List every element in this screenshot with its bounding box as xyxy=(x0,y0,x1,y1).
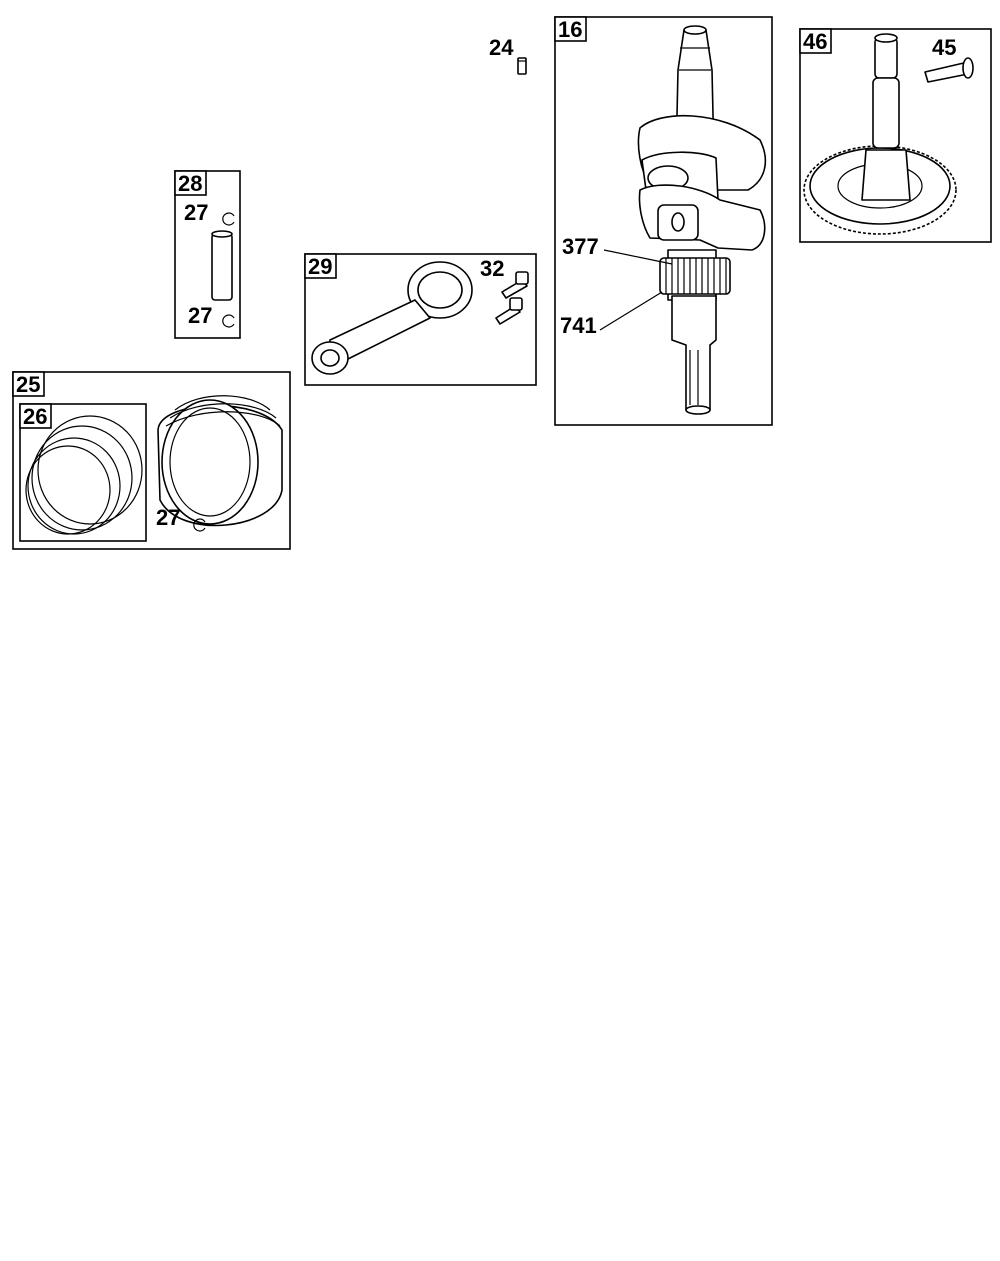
group-29-connecting-rod: 29 32 xyxy=(304,253,537,386)
group-tag-26: 26 xyxy=(23,404,47,429)
group-46-camshaft: 46 45 xyxy=(799,28,992,243)
callout-27-piston: 27 xyxy=(156,505,180,530)
piston-rings xyxy=(25,415,143,535)
group-tag-25: 25 xyxy=(16,372,40,397)
callout-27-top: 27 xyxy=(184,200,208,225)
group-16-crankshaft: 16 377 741 xyxy=(554,16,773,426)
callout-27-bottom: 27 xyxy=(188,303,212,328)
group-tag-46: 46 xyxy=(803,29,827,54)
callout-377: 377 xyxy=(562,234,599,259)
callout-24: 24 xyxy=(489,35,514,60)
callout-741: 741 xyxy=(560,313,597,338)
group-tag-16: 16 xyxy=(558,17,582,42)
piston xyxy=(157,395,283,527)
group-tag-29: 29 xyxy=(308,254,332,279)
callout-45: 45 xyxy=(932,35,956,60)
group-tag-28: 28 xyxy=(178,171,202,196)
callout-32: 32 xyxy=(480,256,504,281)
group-25-piston: 25 26 27 xyxy=(12,371,291,550)
part-24-key: 24 xyxy=(489,35,527,75)
group-28-piston-pin: 28 27 27 xyxy=(174,170,241,339)
